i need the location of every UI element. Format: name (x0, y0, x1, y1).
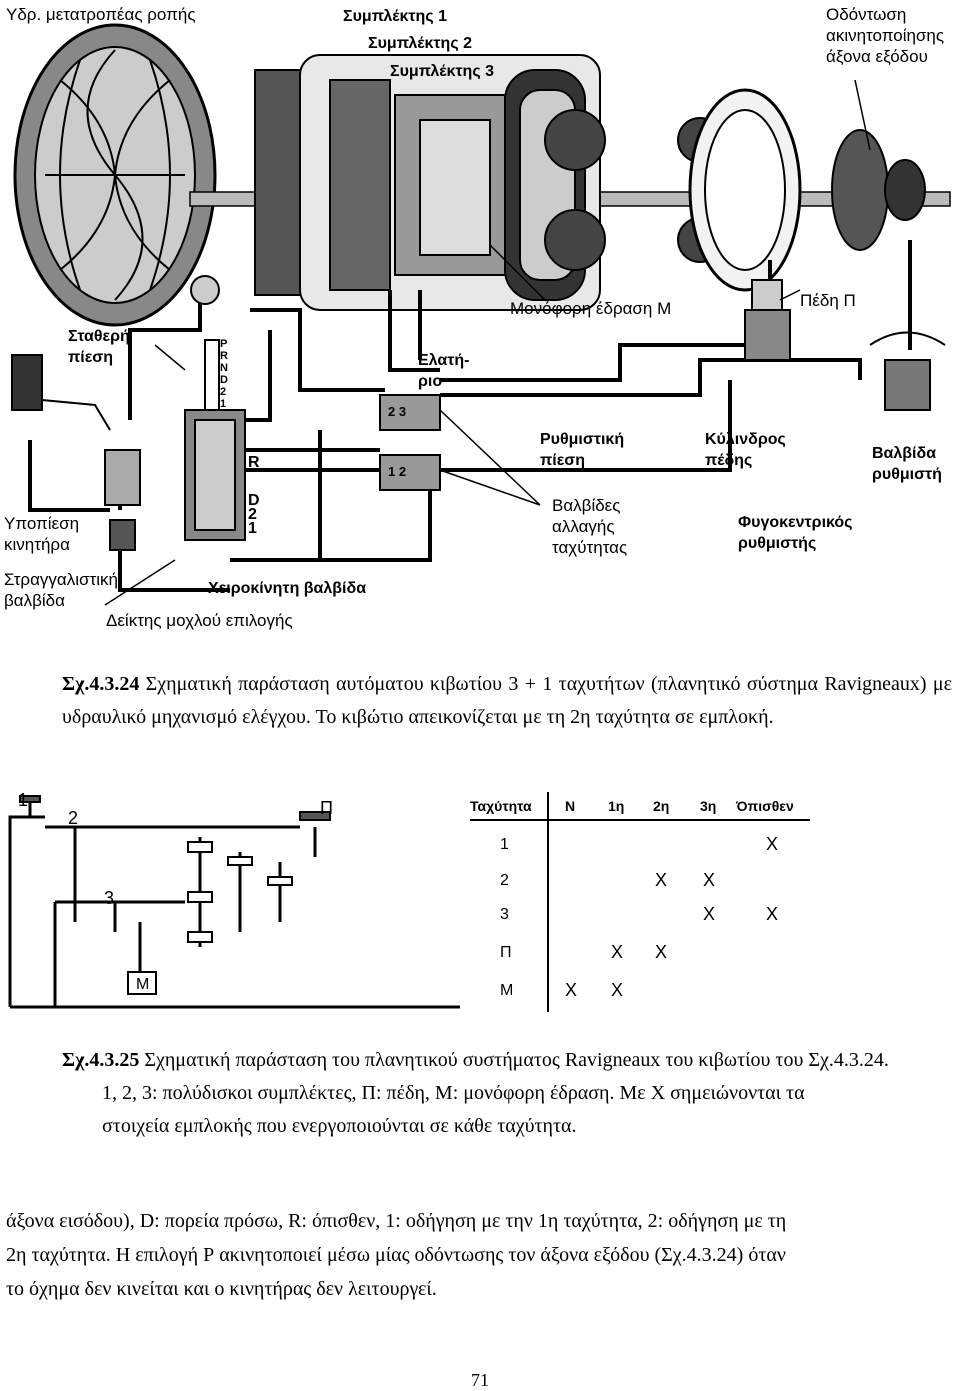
table-rules (470, 792, 810, 1012)
label-clutch-1: Συμπλέκτης 1 (343, 8, 447, 25)
throttle-drawing (11, 354, 141, 551)
table-row-label: Π (500, 944, 512, 961)
label-centrifugal-regulator: Φυγοκεντρικός ρυθμιστής (738, 514, 853, 552)
table-mark: X (655, 942, 668, 962)
figure-caption-1: Σχ.4.3.24 Σχηματική παράσταση αυτόματου … (62, 668, 952, 734)
label-one-way-bearing: Μονόφορη έδραση Μ (510, 299, 672, 318)
table-mark: X (611, 942, 624, 962)
leader-lines (104, 79, 871, 606)
label-brake: Πέδη Π (800, 291, 856, 310)
output-gear-drawing (688, 88, 926, 292)
label-selector-letters: P R N D 2 1 (220, 338, 228, 410)
label-throttle-valve: Στραγγαλιστική βαλβίδα (4, 570, 118, 610)
label-output-gear: Οδόντωση ακινητοποίησης άξονα εξόδου (826, 5, 945, 66)
label-valve-1: 1 (248, 520, 257, 537)
label-clutch-2-diagram: 2 (68, 808, 79, 828)
label-valve-d: D (248, 492, 260, 509)
table-mark: X (611, 980, 624, 1000)
caption-2-line-2: 1, 2, 3: πολύδισκοι συμπλέκτες, Π: πέδη,… (102, 1082, 805, 1104)
table-header-2nd: 2η (653, 798, 670, 814)
table-mark: X (565, 980, 578, 1000)
caption-2-line-3: στοιχεία εμπλοκής που ενεργοποιούνται σε… (102, 1115, 577, 1137)
label-valve-2: 2 (248, 506, 257, 523)
table-mark: X (766, 904, 779, 924)
brake-cylinder-drawing (744, 279, 791, 361)
planetary-drawing (8, 795, 460, 1009)
pump-drawing (190, 275, 220, 305)
transmission-figure: Υδρ. μετατροπέας ροπής Συμπλέκτης 1 Συμπ… (0, 0, 960, 636)
body-line-3: το όχημα δεν κινείται και ο κινητήρας δε… (6, 1278, 437, 1300)
page-number: 71 (471, 1370, 489, 1390)
caption-number-1: Σχ.4.3.24 (62, 673, 140, 695)
figure-caption-2: Σχ.4.3.25 Σχηματική παράσταση του πλανητ… (62, 1044, 957, 1143)
table-mark: X (655, 870, 668, 890)
label-constant-pressure: Σταθερή πίεση (68, 328, 130, 366)
caption-text-1: Σχηματική παράσταση αυτόματου κιβωτίου 3… (62, 673, 952, 728)
label-selector-indicator: Δείκτης μοχλού επιλογής (106, 611, 293, 630)
planetary-figure: 1 2 3 Π Μ (0, 782, 960, 1022)
caption-2-line-1: Σχηματική παράσταση του πλανητικού συστή… (139, 1049, 889, 1071)
caption-number-2: Σχ.4.3.25 (62, 1049, 140, 1071)
torque-converter-drawing (13, 23, 217, 327)
body-line-2: 2η ταχύτητα. Η επιλογή Ρ ακινητοποιεί μέ… (6, 1244, 786, 1266)
centrifugal-regulator-drawing (869, 331, 946, 411)
table-header-reverse: Όπισθεν (736, 798, 794, 814)
label-oneway-diagram: Μ (136, 976, 150, 993)
label-regulating-pressure: Ρυθμιστική πίεση (540, 431, 625, 469)
table-mark: X (766, 834, 779, 854)
transmission-drawing (11, 23, 951, 606)
label-torque-converter: Υδρ. μετατροπέας ροπής (6, 5, 196, 24)
label-clutch-1-diagram: 1 (18, 790, 29, 810)
label-spring: Ελατή- ριο (418, 352, 470, 390)
label-regulator-valve: Βαλβίδα ρυθμιστή (872, 445, 942, 483)
body-line-1: άξονα εισόδου), D: πορεία πρόσω, R: όπισ… (6, 1210, 787, 1232)
label-clutch-2: Συμπλέκτης 2 (368, 35, 472, 52)
label-valve-r: R (248, 454, 260, 471)
label-brake-diagram: Π (320, 798, 333, 818)
table-row-label: 3 (500, 906, 509, 923)
body-paragraph: άξονα εισόδου), D: πορεία πρόσω, R: όπισ… (6, 1204, 958, 1306)
table-mark: X (703, 870, 716, 890)
table-header-n: N (565, 798, 576, 814)
label-valve-2-3: 2 3 (388, 404, 407, 419)
label-clutch-3-diagram: 3 (104, 888, 115, 908)
table-row-label: M (500, 982, 514, 999)
label-shift-valves: Βαλβίδες αλλαγής ταχύτητας (552, 496, 628, 557)
table-row-label: 1 (500, 836, 509, 853)
label-clutch-3: Συμπλέκτης 3 (390, 63, 494, 80)
table-header-3rd: 3η (700, 798, 717, 814)
table-header-1st: 1η (608, 798, 625, 814)
table-mark: X (703, 904, 716, 924)
shift-valves-drawing (379, 394, 441, 491)
table-row-label: 2 (500, 872, 509, 889)
label-valve-1-2: 1 2 (388, 464, 407, 479)
label-manual-valve: Χειροκίνητη βαλβίδα (208, 580, 367, 597)
table-header-speed: Ταχύτητα (470, 798, 532, 814)
manual-valve-drawing (184, 339, 246, 541)
label-brake-cylinder: Κύλινδρος πέδης (705, 431, 786, 469)
label-engine-vacuum: Υποπίεση κινητήρα (4, 514, 80, 554)
clutch-drum (254, 54, 601, 311)
